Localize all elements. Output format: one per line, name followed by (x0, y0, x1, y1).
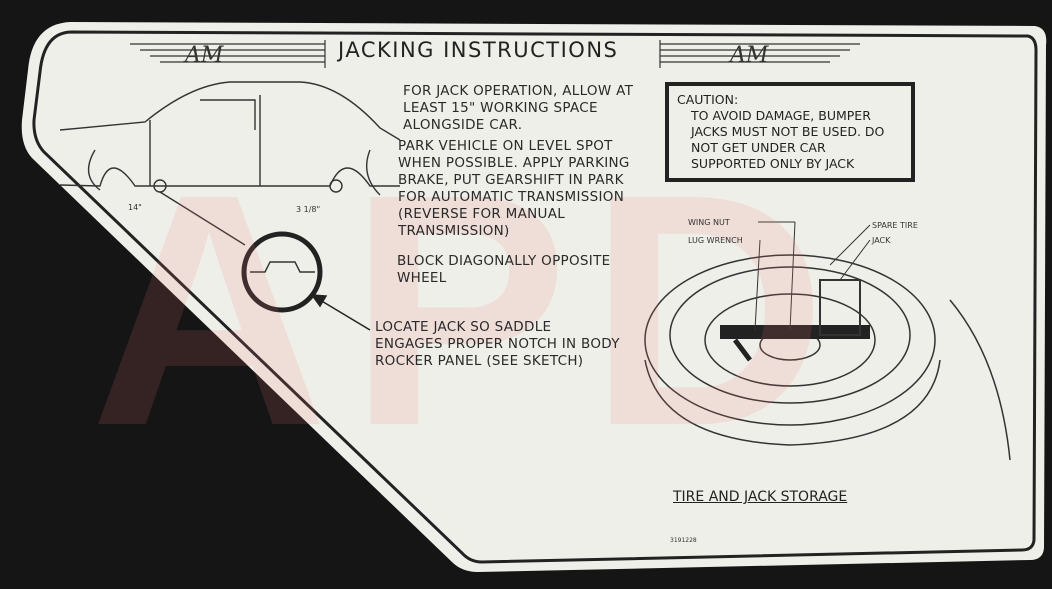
instruction-park-vehicle: PARK VEHICLE ON LEVEL SPOT WHEN POSSIBLE… (398, 138, 630, 239)
jack-notch-detail-circle (241, 231, 323, 313)
header-stripes (130, 40, 860, 68)
am-logo-right: AM (728, 43, 769, 68)
part-number: 3191228 (670, 537, 697, 544)
decal-title: JACKING INSTRUCTIONS (338, 38, 619, 62)
label-wing-nut: WING NUT (688, 218, 730, 227)
instruction-locate-jack: LOCATE JACK SO SADDLE ENGAGES PROPER NOT… (375, 319, 620, 369)
dimension-rear: 3 1/8" (296, 205, 321, 214)
caution-box: CAUTION: TO AVOID DAMAGE, BUMPER JACKS M… (665, 82, 915, 182)
instruction-block-wheel: BLOCK DIAGONALLY OPPOSITE WHEEL (397, 253, 611, 286)
leader-lines (754, 221, 871, 331)
am-logo-left: AM (183, 43, 224, 68)
label-spare-tire: SPARE TIRE (872, 221, 918, 230)
caution-text: TO AVOID DAMAGE, BUMPER JACKS MUST NOT B… (691, 108, 885, 171)
dimension-front: 14" (128, 203, 142, 212)
label-jack: JACK (872, 236, 891, 245)
car-side-drawing (59, 81, 401, 246)
jack-and-wrench (720, 279, 870, 362)
spare-tire-drawing (644, 254, 1011, 461)
instruction-working-space: FOR JACK OPERATION, ALLOW AT LEAST 15" W… (403, 83, 634, 133)
storage-caption: TIRE AND JACK STORAGE (673, 489, 848, 505)
label-lug-wrench: LUG WRENCH (688, 236, 743, 245)
arrow-to-circle (310, 294, 371, 331)
caution-heading: CAUTION: (677, 92, 739, 107)
